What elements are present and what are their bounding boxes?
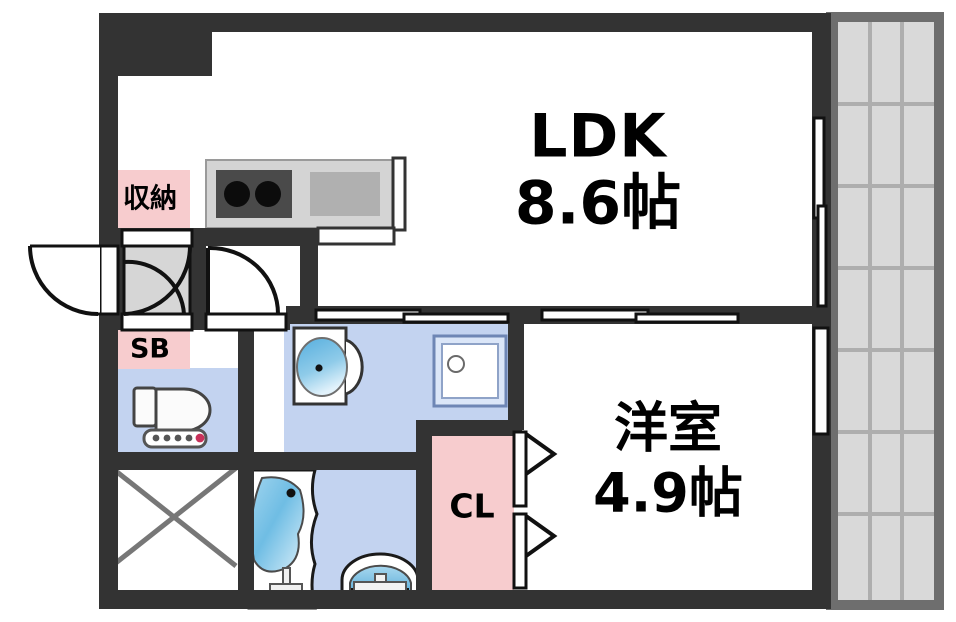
- bedroom-room-name: 洋室: [614, 397, 722, 460]
- shoe-box-box: [110, 329, 190, 369]
- storage-door[interactable]: [120, 228, 194, 332]
- storage-label: 収納: [123, 183, 177, 215]
- bathtub-fixture: [247, 468, 319, 610]
- balcony-sliding-window[interactable]: [812, 116, 830, 436]
- tub-drain: [286, 488, 296, 498]
- toilet-fixture: [132, 386, 212, 449]
- closet-folding-door[interactable]: [512, 430, 558, 590]
- balcony: [826, 12, 944, 610]
- washroom-sliding-door[interactable]: [314, 308, 510, 324]
- closet-label: CL: [449, 487, 494, 526]
- washbasin-fixture: [292, 326, 364, 406]
- ldk-room-size: 8.6帖: [515, 169, 681, 239]
- stove-burner-2: [255, 181, 281, 207]
- closet-fills: [110, 170, 514, 590]
- storage-box: [110, 170, 190, 228]
- hall-door[interactable]: [204, 245, 288, 332]
- kitchen-counter: [205, 156, 407, 246]
- closet-box: [432, 429, 514, 590]
- stove-burner-1: [224, 181, 250, 207]
- washing-machine-pan: [432, 334, 508, 408]
- entry-tile-area: [110, 466, 238, 568]
- drain-hole: [447, 355, 465, 373]
- walls: [100, 14, 830, 608]
- ldk-room-name: LDK: [529, 102, 668, 172]
- shoe-box-label: SB: [130, 334, 170, 365]
- basin-drain: [315, 364, 323, 372]
- bedroom-sliding-door[interactable]: [540, 308, 740, 324]
- entrance-door[interactable]: [28, 244, 120, 316]
- bedroom-room-size: 4.9帖: [593, 462, 743, 525]
